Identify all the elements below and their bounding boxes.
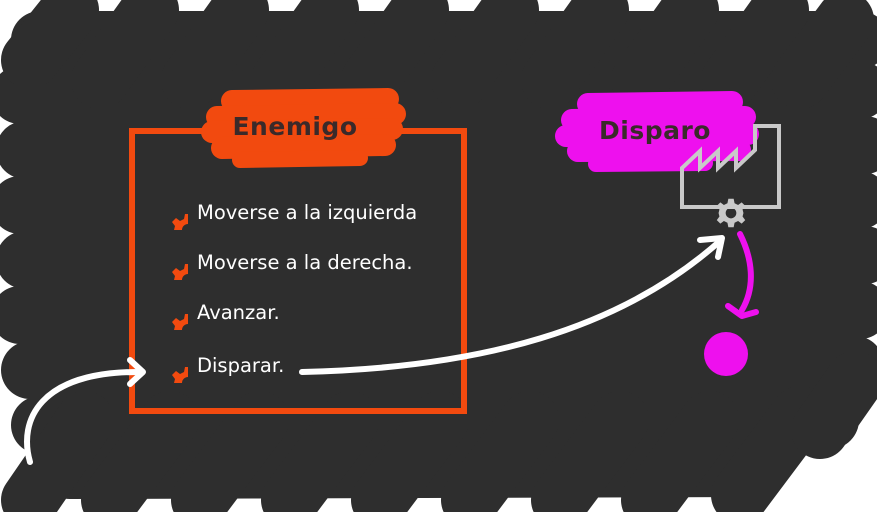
enemy-class-title: Enemigo <box>232 112 358 141</box>
enemy-title-scribble <box>201 88 406 168</box>
gear-icon <box>152 347 188 383</box>
instantiate-arrow <box>299 235 725 375</box>
bullet-dot-icon <box>704 332 748 376</box>
gear-icon <box>152 194 188 230</box>
gear-icon <box>152 244 188 280</box>
method-move-right: Moverse a la derecha. <box>152 245 413 279</box>
method-shoot: Disparar. <box>152 348 284 382</box>
shot-class-title: Disparo <box>599 116 711 145</box>
method-move-left: Moverse a la izquierda <box>152 195 417 229</box>
spawn-arrow <box>725 231 759 319</box>
factory-icon <box>680 124 781 209</box>
method-label: Moverse a la izquierda <box>197 200 418 224</box>
call-arrow <box>24 357 146 465</box>
method-label: Disparar. <box>197 353 285 377</box>
method-advance: Avanzar. <box>152 295 280 329</box>
gear-icon <box>152 294 188 330</box>
method-label: Moverse a la derecha. <box>197 250 413 274</box>
method-label: Avanzar. <box>197 300 280 324</box>
